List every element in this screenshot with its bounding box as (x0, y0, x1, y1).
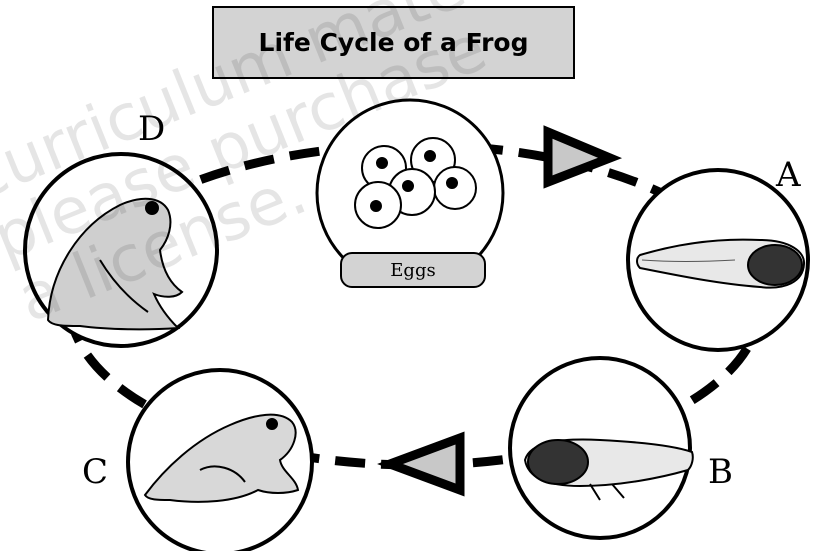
title-box: Life Cycle of a Frog (212, 6, 575, 79)
stage-d-circle (25, 154, 217, 346)
arrow-eggs-to-a (548, 132, 610, 182)
stage-label-a: A (776, 158, 801, 192)
stage-c-circle (128, 370, 312, 551)
eggs-label-box: Eggs (340, 252, 486, 288)
diagram-title: Life Cycle of a Frog (259, 28, 529, 57)
stage-label-b: B (708, 455, 733, 489)
arrow-b-to-c (390, 438, 460, 490)
stage-a-circle (628, 170, 808, 350)
stage-label-d: D (138, 112, 165, 146)
stage-label-c: C (82, 455, 108, 489)
eggs-label: Eggs (390, 260, 435, 281)
stage-b-circle (510, 358, 693, 538)
